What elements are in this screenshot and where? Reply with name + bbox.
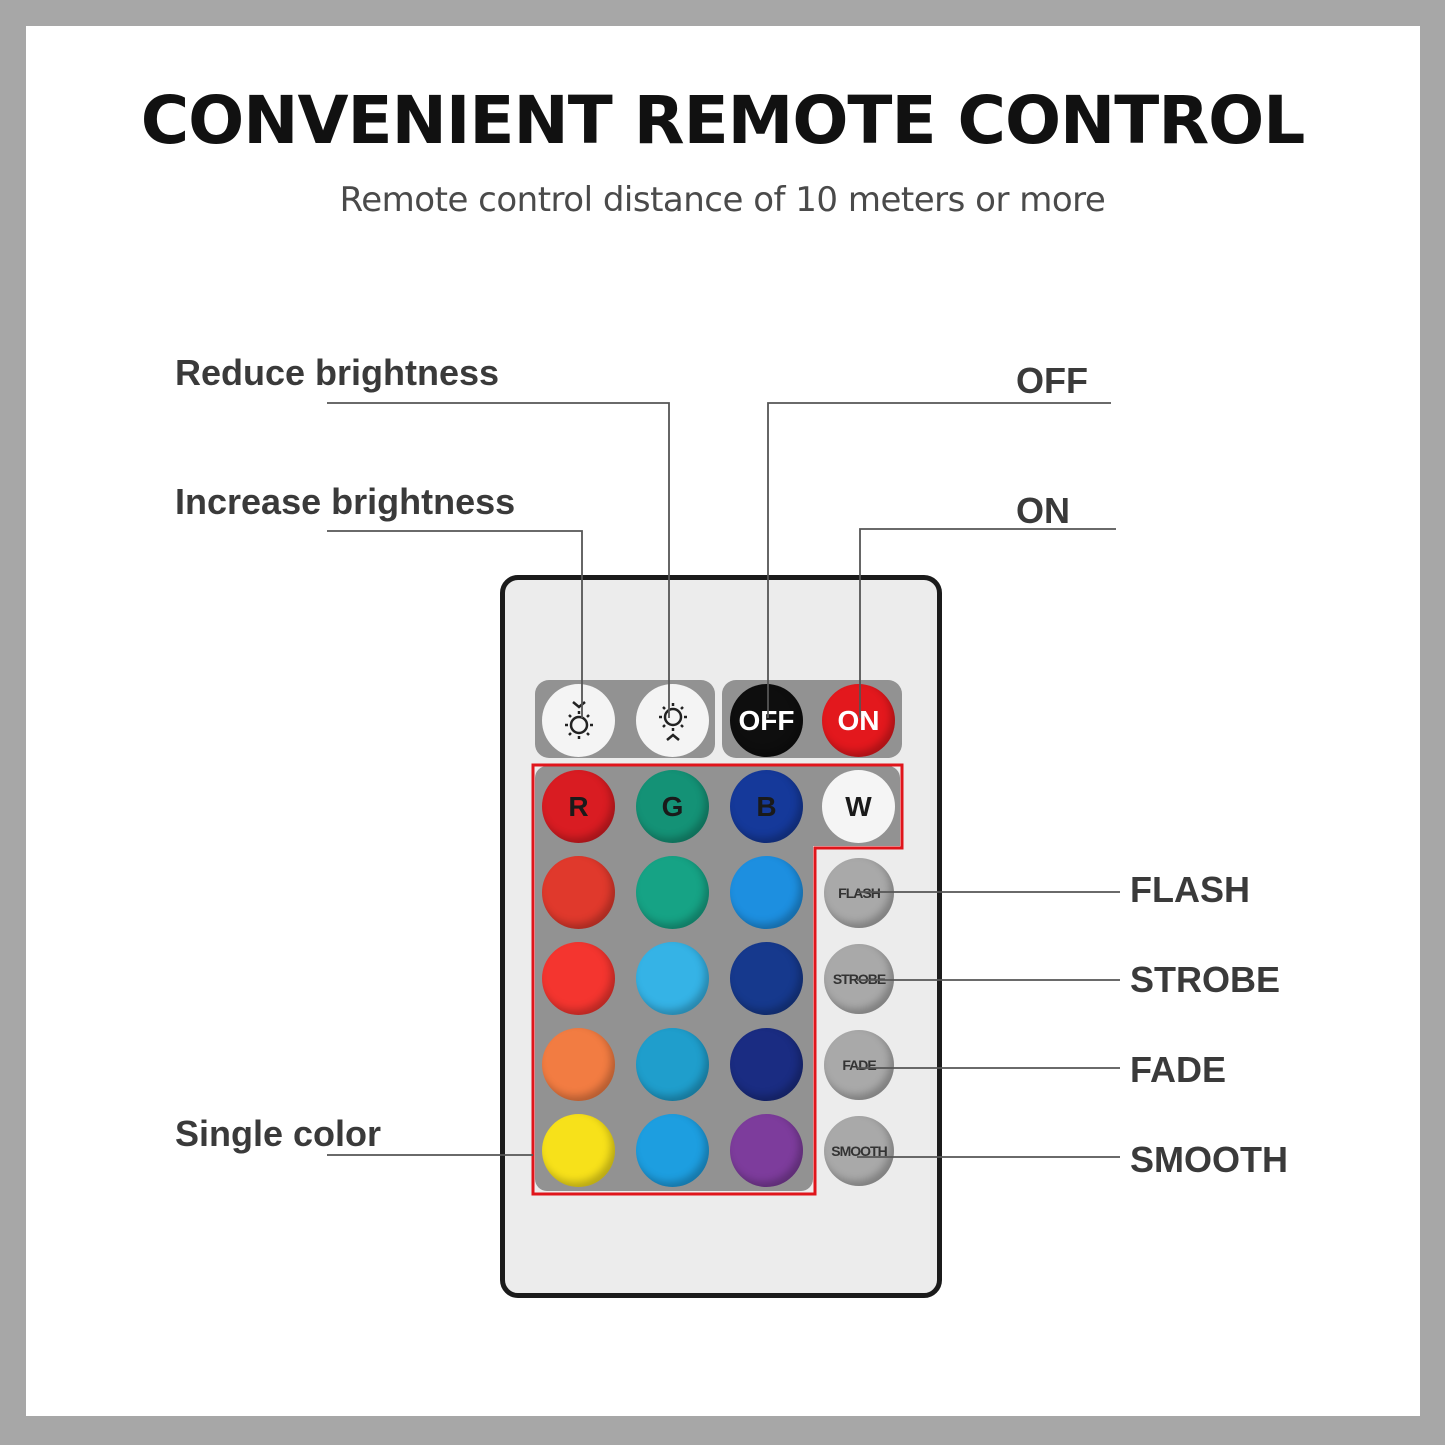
label-strobe: STROBE [1130,959,1281,1000]
color-button-r4-c2[interactable] [636,1114,709,1187]
flash-button[interactable]: FLASH [824,858,894,928]
off-button[interactable]: OFF [730,684,803,757]
color-button-r2-c1[interactable] [542,942,615,1015]
brightness-down-button[interactable] [542,684,615,757]
green-button[interactable]: G [636,770,709,843]
color-button-r3-c1[interactable] [542,1028,615,1101]
label-smooth: SMOOTH [1130,1139,1288,1180]
fade-button[interactable]: FADE [824,1030,894,1100]
label-flash: FLASH [1130,869,1250,910]
color-button-r4-c1[interactable] [542,1114,615,1187]
white-button[interactable]: W [822,770,895,843]
strobe-button[interactable]: STROBE [824,944,894,1014]
page-title: CONVENIENT REMOTE CONTROL [140,82,1306,159]
color-button-r3-c2[interactable] [636,1028,709,1101]
on-button[interactable]: ON [822,684,895,757]
label-fade: FADE [1130,1049,1227,1090]
color-button-r3-c3[interactable] [730,1028,803,1101]
brightness-up-button[interactable] [636,684,709,757]
sun-arrow-up-icon [658,702,687,741]
label-increase-brightness: Increase brightness [175,481,516,522]
color-button-r2-c2[interactable] [636,942,709,1015]
red-button[interactable]: R [542,770,615,843]
label-single-color: Single color [175,1113,382,1154]
blue-button[interactable]: B [730,770,803,843]
color-button-r4-c3[interactable] [730,1114,803,1187]
color-button-r2-c3[interactable] [730,942,803,1015]
color-button-r1-c3[interactable] [730,856,803,929]
label-reduce-brightness: Reduce brightness [175,352,500,393]
color-button-r1-c2[interactable] [636,856,709,929]
label-off: OFF [1016,360,1088,401]
page-subtitle: Remote control distance of 10 meters or … [339,180,1106,220]
color-button-r1-c1[interactable] [542,856,615,929]
smooth-button[interactable]: SMOOTH [824,1116,894,1186]
label-on: ON [1016,490,1070,531]
